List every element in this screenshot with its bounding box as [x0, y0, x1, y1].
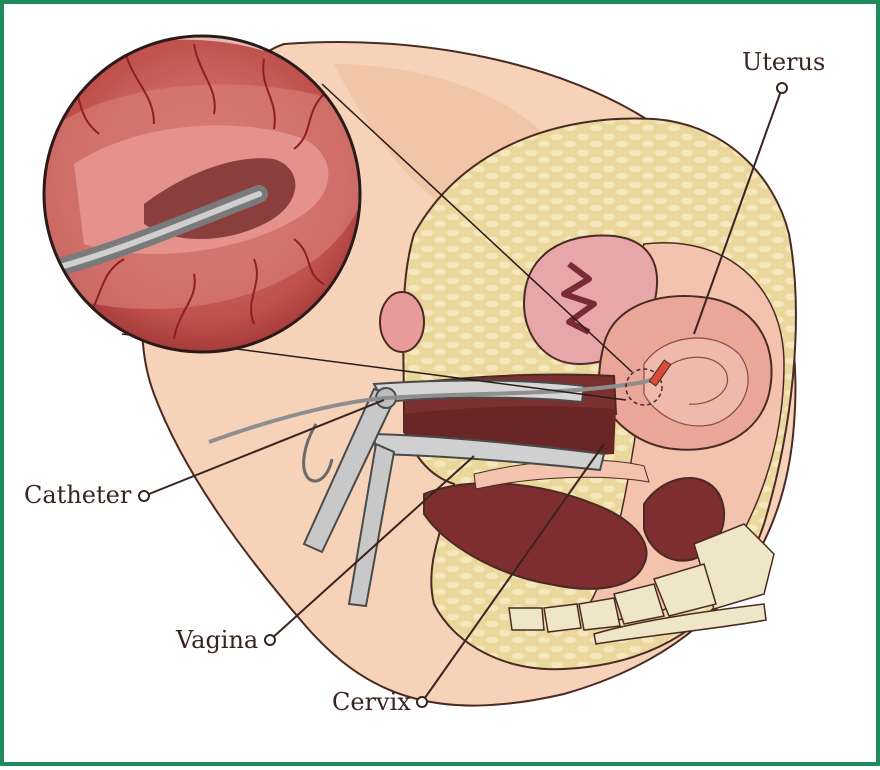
sacrum: [508, 523, 775, 645]
speculum: [302, 379, 606, 608]
label-cervix: Cervix: [332, 688, 411, 716]
pubic-bone: [379, 291, 425, 353]
rectum: [423, 482, 648, 590]
leader-lines: [138, 82, 788, 708]
label-catheter: Catheter: [24, 481, 132, 509]
label-vagina: Vagina: [176, 626, 259, 654]
magnified-view: [44, 36, 360, 352]
label-uterus: Uterus: [742, 48, 826, 76]
anatomy-illustration: [42, 34, 797, 708]
